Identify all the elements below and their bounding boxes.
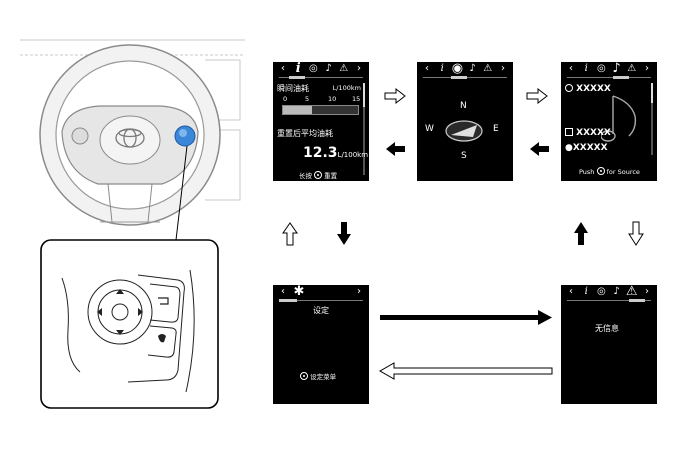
album-icon: [565, 127, 573, 136]
warning-icon[interactable]: ⚠: [627, 63, 637, 74]
compass-tab-icon[interactable]: ◉: [451, 62, 464, 76]
phone-voice-icon: [158, 334, 166, 343]
artist-icon: ●: [565, 143, 573, 153]
compass-west: W: [425, 124, 434, 134]
prev-icon[interactable]: ‹: [569, 63, 573, 74]
screen-audio: ‹ i ◎ ♪ ⚠ › XXXXX XXXXX ●XXXXX Push for …: [561, 62, 657, 181]
warning-icon[interactable]: ⚠: [483, 63, 493, 74]
music-icon[interactable]: ♪: [612, 62, 621, 76]
next-icon[interactable]: ›: [500, 63, 505, 74]
eco-icon[interactable]: ◎: [309, 63, 318, 74]
prev-icon[interactable]: ‹: [425, 63, 429, 74]
scale-ticks: 0 5 10 15: [283, 95, 361, 103]
next-icon[interactable]: ›: [644, 286, 649, 297]
average-label: 重置后平均油耗: [277, 129, 333, 138]
eco-icon[interactable]: ◎: [597, 286, 606, 297]
reset-hint: 长按 重置: [299, 171, 338, 180]
next-icon[interactable]: ›: [644, 63, 649, 74]
tab-bar: ‹ ✱ ›: [273, 285, 369, 299]
switch-callout-box: [40, 239, 219, 409]
settings-menu-hint: 设定菜单: [300, 371, 336, 381]
prev-icon[interactable]: ‹: [281, 63, 285, 74]
info-icon[interactable]: i: [295, 62, 301, 76]
back-arrow-icon: [158, 297, 169, 305]
compass-north: N: [460, 101, 467, 111]
screen-no-information: ‹ i ◎ ♪ ⚠ › 无信息: [561, 285, 657, 404]
disc-icon: [565, 83, 573, 92]
settings-gear-icon[interactable]: ✱: [293, 285, 305, 299]
music-icon[interactable]: ♪: [325, 63, 332, 74]
switch-arrow-icons: [97, 289, 143, 335]
next-icon[interactable]: ›: [356, 63, 361, 74]
ok-button-icon: [300, 372, 308, 380]
ok-button-icon: [314, 171, 323, 179]
warning-icon[interactable]: ⚠: [339, 63, 349, 74]
info-icon[interactable]: i: [584, 286, 588, 297]
tab-bar: ‹ i ◎ ♪ ⚠ ›: [273, 62, 369, 76]
tab-bar: ‹ i ◉ ♪ ⚠ ›: [417, 62, 513, 76]
screen-fuel-consumption: ‹ i ◎ ♪ ⚠ › 瞬间油耗 L/100km 0 5 10 15 重置后平均…: [273, 62, 369, 181]
fuel-gauge-bar: [282, 105, 359, 115]
eco-icon[interactable]: ◎: [597, 63, 606, 74]
instant-unit: L/100km: [332, 84, 361, 92]
screen-settings: ‹ ✱ › 设定 设定菜单: [273, 285, 369, 404]
audio-artist-line: ●XXXXX: [565, 143, 608, 153]
prev-icon[interactable]: ‹: [281, 286, 285, 297]
prev-icon[interactable]: ‹: [569, 286, 573, 297]
scale-tick: 15: [352, 95, 361, 103]
tab-bar: ‹ i ◎ ♪ ⚠ ›: [561, 62, 657, 76]
info-icon[interactable]: i: [440, 63, 444, 74]
music-icon[interactable]: ♪: [613, 286, 620, 297]
screen-compass: ‹ i ◉ ♪ ⚠ › N W E S: [417, 62, 513, 181]
scale-tick: 5: [305, 95, 310, 103]
toyota-logo-icon: [115, 128, 145, 148]
scrollbar[interactable]: [651, 83, 653, 155]
scale-tick: 10: [328, 95, 337, 103]
music-icon[interactable]: ♪: [469, 63, 476, 74]
tab-bar: ‹ i ◎ ♪ ⚠ ›: [561, 285, 657, 299]
average-value: 12.3L/100km: [303, 145, 369, 161]
warning-icon[interactable]: ⚠: [625, 285, 638, 299]
source-hint: Push for Source: [579, 167, 640, 176]
ok-button-icon: [596, 167, 605, 175]
settings-title: 设定: [313, 306, 329, 315]
audio-source-line: XXXXX: [565, 83, 611, 94]
info-icon[interactable]: i: [584, 63, 588, 74]
audio-album-line: XXXXX: [565, 127, 611, 138]
scale-tick: 0: [283, 95, 288, 103]
scrollbar[interactable]: [363, 83, 365, 175]
no-info-message: 无信息: [595, 324, 619, 333]
instant-label: 瞬间油耗: [277, 84, 309, 93]
music-note-icon: [601, 95, 637, 142]
compass-south: S: [461, 151, 467, 161]
next-icon[interactable]: ›: [357, 286, 361, 297]
compass-east: E: [493, 124, 499, 134]
compass-heading-icon: [445, 120, 483, 142]
